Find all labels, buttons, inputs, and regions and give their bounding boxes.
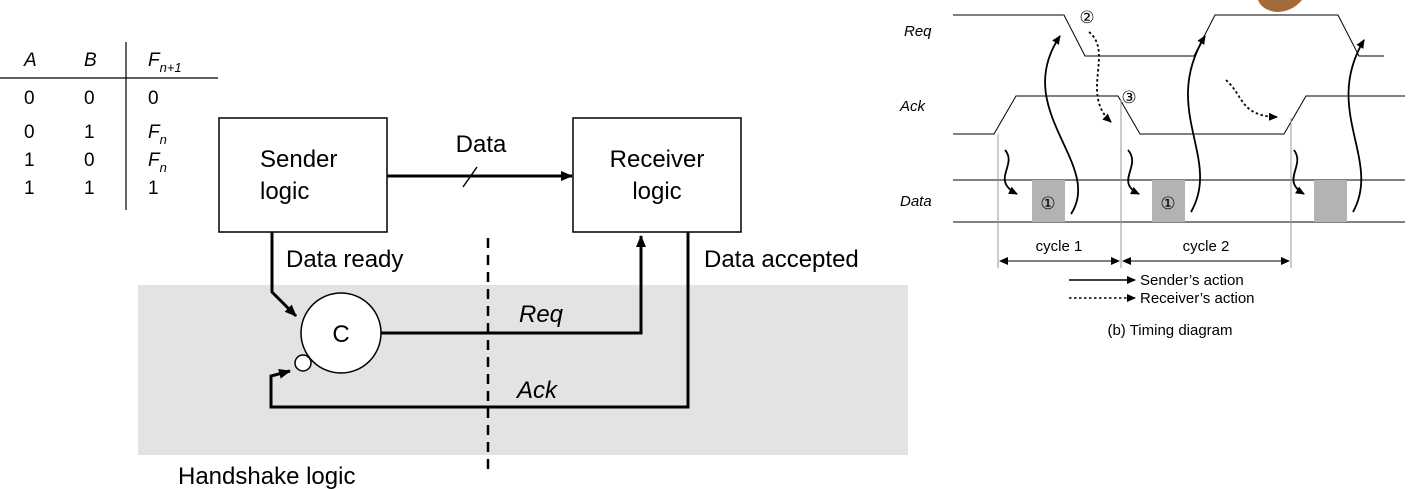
cycle-2-label: cycle 2 — [1183, 238, 1230, 255]
sender-action-arrow — [1127, 149, 1140, 195]
sender-label-line1: Sender — [260, 146, 337, 173]
sender-action-arrow — [1044, 35, 1079, 215]
sender-action-arrow — [1292, 149, 1305, 195]
data-valid-block — [1314, 180, 1347, 222]
handshake-logic-label: Handshake logic — [178, 463, 355, 489]
sender-logic-box — [218, 117, 388, 233]
cell-f: Fn — [148, 122, 167, 147]
corner-artifact — [1258, 0, 1302, 12]
bus-slash — [462, 166, 478, 188]
sender-label-line2: logic — [260, 178, 309, 205]
ack-wire — [269, 232, 690, 409]
inverting-bubble — [294, 354, 312, 372]
cell-f: 0 — [148, 88, 159, 109]
sender-action-arrow — [1187, 35, 1206, 213]
handshake-region — [138, 285, 908, 455]
cell-f: Fn — [148, 150, 167, 175]
receiver-action-arrow — [1088, 31, 1112, 123]
cycle-1-label: cycle 1 — [1036, 238, 1083, 255]
marker-1: ① — [1040, 194, 1055, 213]
cell-f: 1 — [148, 178, 159, 199]
req-waveform — [953, 14, 1384, 57]
marker-2: ② — [1079, 8, 1094, 27]
data-accepted-label: Data accepted — [704, 246, 859, 273]
sender-action-arrow — [1003, 149, 1018, 195]
header-f: Fn+1 — [148, 50, 182, 75]
cell-b: 1 — [84, 178, 95, 199]
table-row: 0 1 Fn — [24, 122, 167, 147]
req-label: Req — [519, 301, 564, 328]
cell-a: 1 — [24, 178, 35, 199]
cell-b: 0 — [84, 88, 95, 109]
req-wire — [381, 235, 646, 335]
legend-receiver-label: Receiver’s action — [1140, 290, 1255, 307]
marker-3: ③ — [1121, 88, 1136, 107]
marker-1: ① — [1160, 194, 1175, 213]
c-element-label: C — [332, 321, 349, 348]
req-signal-label: Req — [904, 23, 932, 40]
receiver-label-line1: Receiver — [610, 146, 705, 173]
cell-b: 0 — [84, 150, 95, 171]
cell-a: 1 — [24, 150, 35, 171]
ack-waveform — [953, 95, 1405, 135]
data-valid-block — [1152, 180, 1185, 222]
cell-a: 0 — [24, 88, 35, 109]
data-ready-wire — [270, 232, 298, 318]
timing-caption: (b) Timing diagram — [1107, 322, 1232, 339]
legend-sender-label: Sender’s action — [1140, 272, 1244, 289]
sender-action-arrow — [1347, 39, 1365, 213]
cell-a: 0 — [24, 122, 35, 143]
cell-b: 1 — [84, 122, 95, 143]
timing-diagram: Req Ack Data ① ① ② ③ cycle — [899, 0, 1405, 339]
receiver-action-arrow — [1225, 79, 1278, 121]
receiver-label-line2: logic — [632, 178, 681, 205]
header-b: B — [84, 50, 97, 71]
data-signal-label: Data — [900, 193, 932, 210]
table-row: 1 0 Fn — [24, 150, 167, 175]
data-valid-block — [1032, 180, 1065, 222]
ack-label: Ack — [515, 377, 559, 404]
ack-signal-label: Ack — [899, 98, 927, 115]
receiver-logic-box — [572, 117, 742, 233]
data-label: Data — [456, 131, 507, 158]
header-a: A — [23, 50, 37, 71]
table-row: 0 0 0 — [24, 88, 159, 109]
block-diagram: Sender logic Receiver logic Data Data re… — [138, 117, 908, 489]
table-row: 1 1 1 — [24, 178, 159, 199]
data-ready-label: Data ready — [286, 246, 403, 273]
truth-table: A B Fn+1 0 0 0 0 1 Fn 1 0 Fn 1 1 1 — [0, 42, 218, 210]
